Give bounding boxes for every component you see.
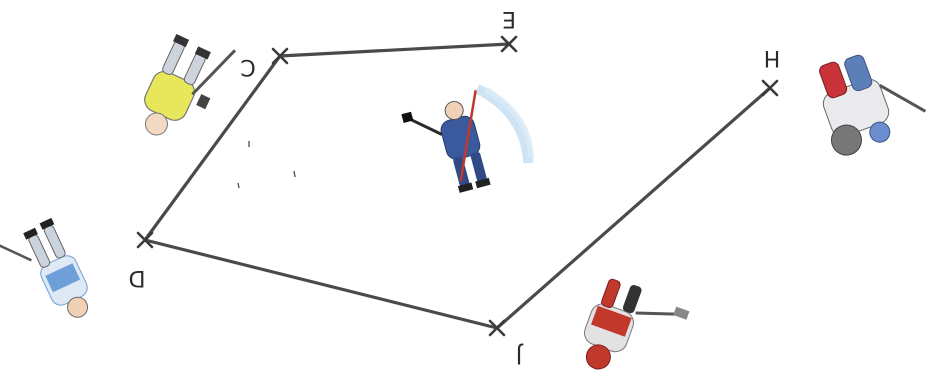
marker-e (500, 35, 518, 53)
label-h: H (764, 45, 781, 70)
hockey-player-red-bottom-icon (583, 278, 690, 370)
label-d: D (129, 265, 146, 290)
hockey-goalie-red-icon (819, 54, 927, 156)
segment-c-e (278, 42, 511, 58)
hockey-player-blue-left-icon (0, 217, 89, 318)
marker-c (271, 47, 289, 65)
hockey-player-yellow-icon (144, 33, 237, 136)
stray-marks (237, 141, 296, 189)
marker-j (488, 319, 506, 337)
marker-h (761, 79, 779, 97)
segment-d-j (143, 238, 499, 330)
label-c: C (240, 54, 255, 79)
path-lines (143, 42, 772, 330)
label-e: E (502, 6, 516, 31)
segment-j-h (495, 86, 772, 330)
segment-c-d (143, 54, 282, 242)
marker-d (136, 231, 154, 249)
label-j: J (516, 342, 525, 367)
hockey-player-blue-center-icon (401, 84, 535, 193)
